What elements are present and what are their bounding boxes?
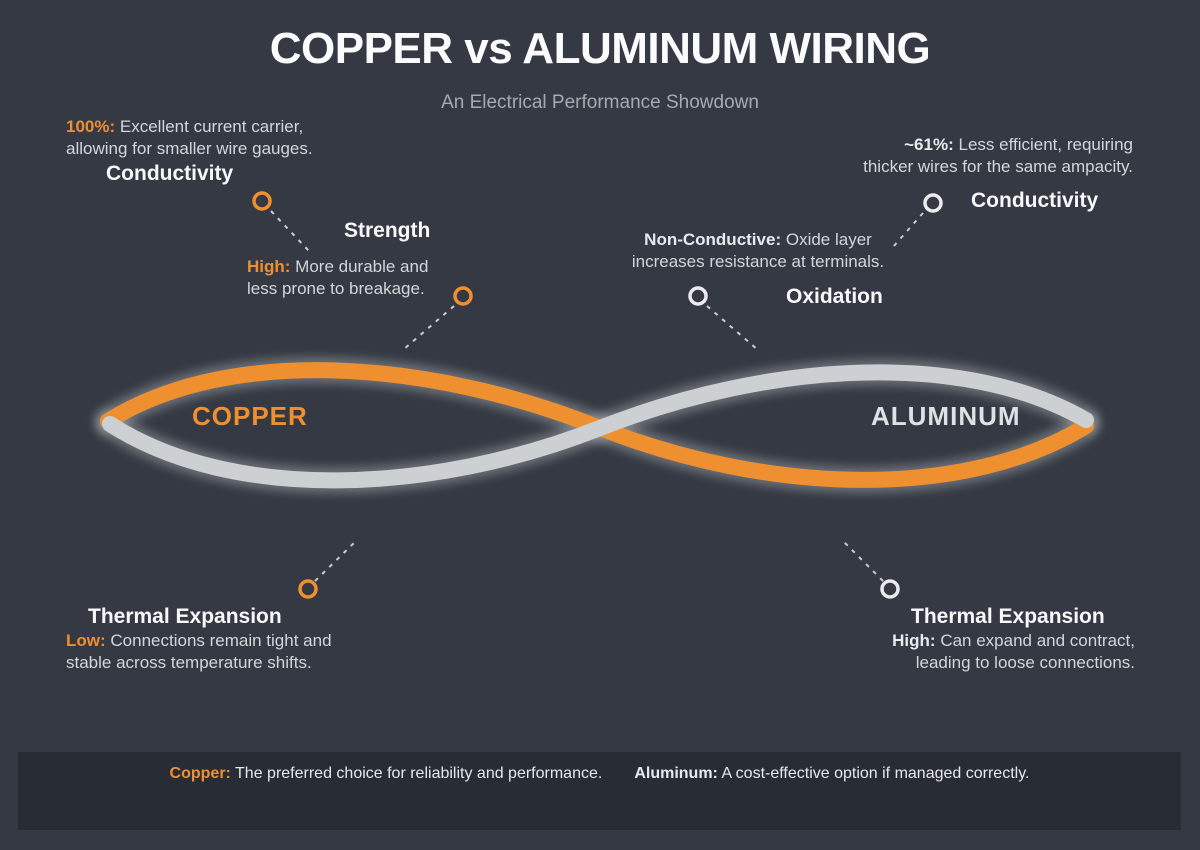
callout-line-aluminum-oxidation	[706, 305, 759, 351]
aluminum-oxidation-text: Non-Conductive: Oxide layer increases re…	[598, 229, 918, 273]
aluminum-thermal-line1: Can expand and contract,	[940, 631, 1135, 650]
copper-thermal-text: Low: Connections remain tight and stable…	[66, 630, 332, 674]
callout-line-aluminum-conductivity	[892, 212, 924, 248]
copper-conductivity-value: 100%:	[66, 117, 116, 136]
copper-strength-line2: less prone to breakage.	[247, 279, 425, 298]
copper-conductivity-line1: Excellent current carrier,	[119, 117, 304, 136]
marker-copper-strength-icon	[453, 286, 473, 306]
copper-conductivity-heading: Conductivity	[106, 162, 234, 185]
copper-loop-label: COPPER	[192, 401, 308, 431]
aluminum-conductivity-text: ~61%: Less efficient, requiring thicker …	[863, 134, 1133, 178]
footer-aluminum-label: Aluminum:	[634, 765, 718, 782]
aluminum-oxidation-line2: increases resistance at terminals.	[631, 252, 885, 271]
copper-thermal-line1: Connections remain tight and	[110, 631, 332, 650]
aluminum-oxidation-value: Non-Conductive:	[644, 230, 782, 249]
footer-copper-text: The preferred choice for reliability and…	[235, 765, 603, 782]
aluminum-loop-label: ALUMINUM	[871, 401, 1021, 431]
aluminum-conductivity-line2: thicker wires for the same ampacity.	[863, 157, 1133, 176]
callout-line-copper-conductivity	[270, 210, 310, 252]
copper-thermal-line2: stable across temperature shifts.	[66, 653, 312, 672]
copper-strength-value: High:	[247, 257, 291, 276]
copper-conductivity-text: 100%: Excellent current carrier, allowin…	[66, 116, 313, 160]
marker-aluminum-oxidation-icon	[688, 286, 708, 306]
page-subtitle: An Electrical Performance Showdown	[441, 92, 759, 113]
callout-line-aluminum-thermal	[842, 540, 884, 582]
aluminum-thermal-value: High:	[892, 631, 936, 650]
marker-copper-conductivity-icon	[252, 191, 272, 211]
aluminum-conductivity-heading: Conductivity	[971, 189, 1099, 212]
copper-strength-line1: More durable and	[295, 257, 429, 276]
aluminum-thermal-line2: leading to loose connections.	[915, 653, 1135, 672]
aluminum-conductivity-line1: Less efficient, requiring	[958, 135, 1133, 154]
copper-thermal-value: Low:	[66, 631, 106, 650]
marker-copper-thermal-icon	[298, 579, 318, 599]
footer-copper-summary: Copper: The preferred choice for reliabi…	[170, 765, 603, 783]
footer-aluminum-text: A cost-effective option if managed corre…	[721, 765, 1030, 782]
copper-thermal-heading: Thermal Expansion	[88, 605, 282, 628]
aluminum-thermal-heading: Thermal Expansion	[911, 605, 1105, 628]
footer-summary-line: Copper: The preferred choice for reliabi…	[18, 752, 1181, 783]
aluminum-oxidation-line1: Oxide layer	[785, 230, 872, 249]
marker-aluminum-thermal-icon	[880, 579, 900, 599]
copper-conductivity-line2: allowing for smaller wire gauges.	[66, 139, 313, 158]
footer-summary-bar: Copper: The preferred choice for reliabi…	[18, 752, 1181, 830]
marker-aluminum-conductivity-icon	[923, 193, 943, 213]
callout-line-copper-thermal	[314, 539, 358, 582]
footer-copper-label: Copper:	[169, 765, 231, 782]
aluminum-curve	[102, 364, 1094, 489]
copper-strength-text: High: More durable and less prone to bre…	[247, 256, 428, 300]
page-title: COPPER vs ALUMINUM WIRING	[269, 24, 931, 73]
footer-aluminum-summary: Aluminum: A cost-effective option if man…	[634, 765, 1029, 783]
aluminum-thermal-text: High: Can expand and contract, leading t…	[892, 630, 1135, 674]
aluminum-oxidation-heading: Oxidation	[786, 285, 883, 308]
callout-line-copper-strength	[403, 305, 455, 350]
aluminum-conductivity-value: ~61%:	[904, 135, 954, 154]
copper-strength-heading: Strength	[344, 219, 431, 242]
